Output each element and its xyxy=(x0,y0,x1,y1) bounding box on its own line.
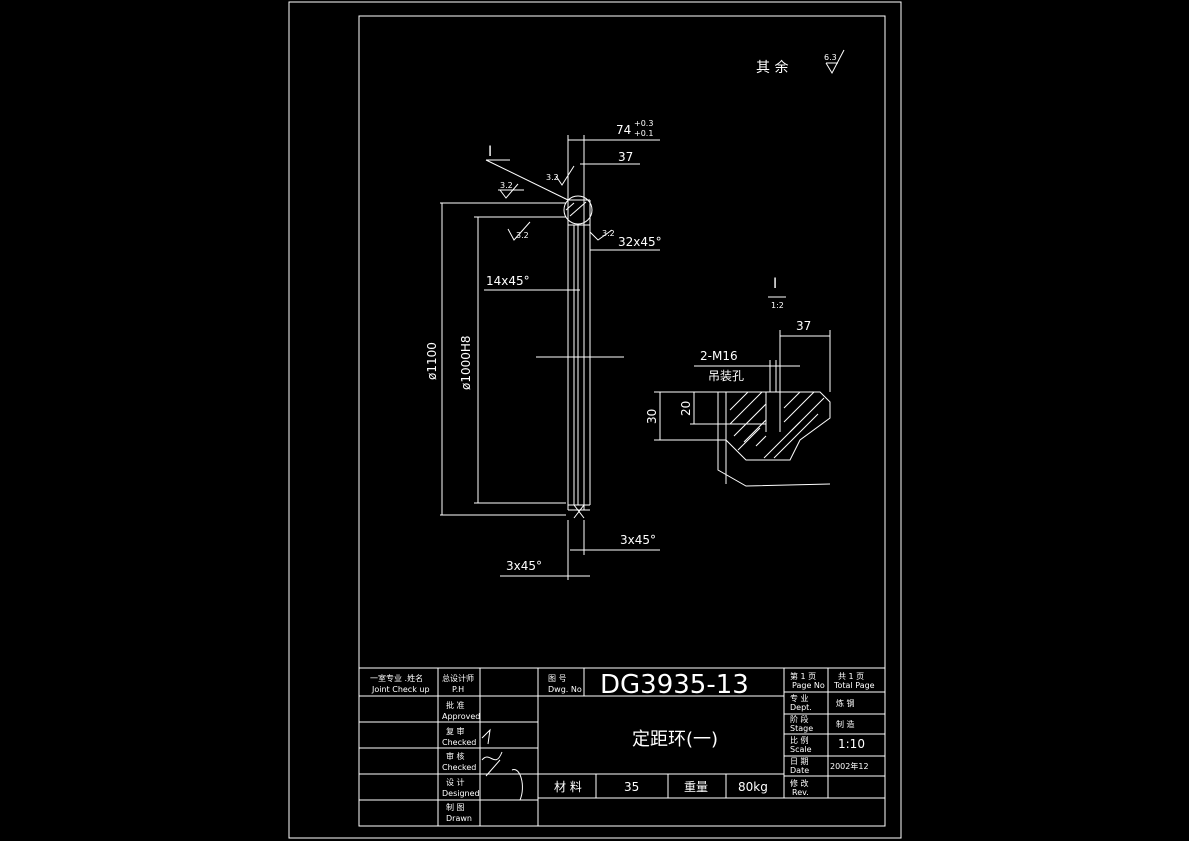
roughness-symbol-icon xyxy=(825,49,845,75)
page-label: 第 1 页 xyxy=(790,671,816,681)
roughness-32-c: 3.2 xyxy=(546,173,559,182)
scale-label: 比 例 xyxy=(790,735,809,745)
detail-view-label: I xyxy=(773,276,777,292)
drawn-label-en: Drawn xyxy=(446,814,472,823)
surface-note-roughness: 6.3 xyxy=(824,53,837,62)
stage-value: 制 造 xyxy=(836,719,855,729)
drawn-label: 制 图 xyxy=(446,802,465,812)
roughness-32-d: 3.2 xyxy=(602,229,615,238)
chamfer-bot-left: 3x45° xyxy=(506,559,542,573)
detail-view-scale: 1:2 xyxy=(771,301,784,310)
ph-label: 总设计师 xyxy=(442,673,474,683)
dim-37-main: 37 xyxy=(618,150,633,164)
date-value: 2002年12 xyxy=(830,761,869,771)
weight-value: 80kg xyxy=(738,780,768,794)
roughness-32-b: 3.2 xyxy=(516,231,529,240)
part-name: 定距环(一) xyxy=(632,729,718,750)
detail-section xyxy=(654,330,831,487)
designed-label-en: Designed xyxy=(442,789,480,798)
dim-74-tol-lower: +0.1 xyxy=(634,129,653,138)
main-view-dimensions xyxy=(440,135,660,580)
chamfer-top: 32x45° xyxy=(618,235,662,249)
surface-note-label: 其 余 xyxy=(756,59,788,76)
material-value: 35 xyxy=(624,780,639,794)
stage-label-en: Stage xyxy=(790,724,813,733)
dept-label-en: Dept. xyxy=(790,703,812,712)
date-label-en: Date xyxy=(790,766,809,775)
ph-label-en: P.H xyxy=(452,685,464,694)
approved-label: 批 准 xyxy=(446,700,465,710)
detail-thread: 2-M16 xyxy=(700,349,738,363)
ring-section xyxy=(536,140,624,519)
checked2-label-en: Checked xyxy=(442,763,476,772)
checked-label: 复 审 xyxy=(446,726,465,736)
dwg-no-label: 图 号 xyxy=(548,674,567,683)
dim-74-tol-upper: +0.3 xyxy=(634,119,653,128)
dwg-no-label-en: Dwg. No xyxy=(548,685,582,694)
joint-check-label-en: Joint Check up xyxy=(371,685,430,694)
title-block-grid xyxy=(359,667,885,826)
chamfer-14: 14x45° xyxy=(486,274,530,288)
stage-label: 阶 段 xyxy=(790,714,809,724)
detail-hole-note: 吊装孔 xyxy=(708,369,744,383)
checked-label-en: Checked xyxy=(442,738,476,747)
dim-74: 74 xyxy=(616,123,631,137)
rev-label-en: Rev. xyxy=(792,788,809,797)
material-label: 材 料 xyxy=(554,780,582,794)
dept-label: 专 业 xyxy=(790,693,809,703)
detail-marker-i: I xyxy=(488,144,492,160)
detail-dim-20: 20 xyxy=(679,401,693,416)
total-label-en: Total Page xyxy=(833,681,875,690)
scale-label-en: Scale xyxy=(790,745,812,754)
approved-label-en: Approved xyxy=(442,712,480,721)
roughness-32-a: 3.2 xyxy=(500,181,513,190)
page-label-en: Page No xyxy=(792,681,825,690)
dia-outer: ø1100 xyxy=(425,342,439,380)
inner-border xyxy=(358,15,886,827)
weight-label: 重量 xyxy=(684,780,708,794)
total-label: 共 1 页 xyxy=(838,672,864,681)
signature-marks xyxy=(481,728,523,801)
outer-border xyxy=(288,1,902,839)
detail-dim-30: 30 xyxy=(645,409,659,424)
checked2-label: 审 核 xyxy=(446,751,465,761)
rev-label: 修 改 xyxy=(790,778,809,788)
detail-dim-37: 37 xyxy=(796,319,811,333)
scale-value: 1:10 xyxy=(838,737,865,751)
drawing-number: DG3935-13 xyxy=(600,670,749,700)
date-label: 日 期 xyxy=(790,757,809,766)
designed-label: 设 计 xyxy=(446,777,465,787)
dia-inner: ø1000H8 xyxy=(459,335,473,390)
chamfer-bot-right: 3x45° xyxy=(620,533,656,547)
joint-check-label: 一室专业 .姓名 xyxy=(370,673,423,683)
dept-value: 炼 钢 xyxy=(836,698,855,708)
